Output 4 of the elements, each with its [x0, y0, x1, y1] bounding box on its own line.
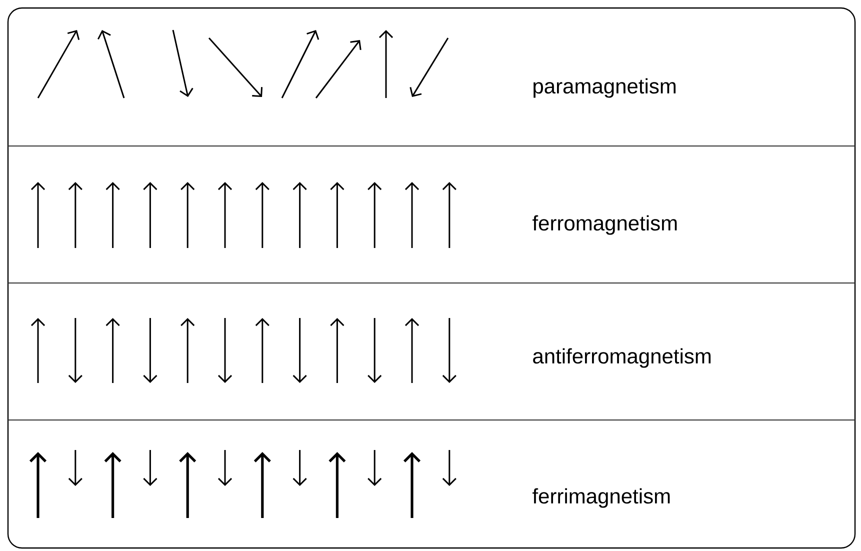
row-label: ferrimagnetism — [532, 488, 670, 508]
row-label: ferromagnetism — [532, 215, 677, 235]
row-label: antiferromagnetism — [533, 348, 711, 368]
row-label: paramagnetism — [534, 78, 676, 98]
